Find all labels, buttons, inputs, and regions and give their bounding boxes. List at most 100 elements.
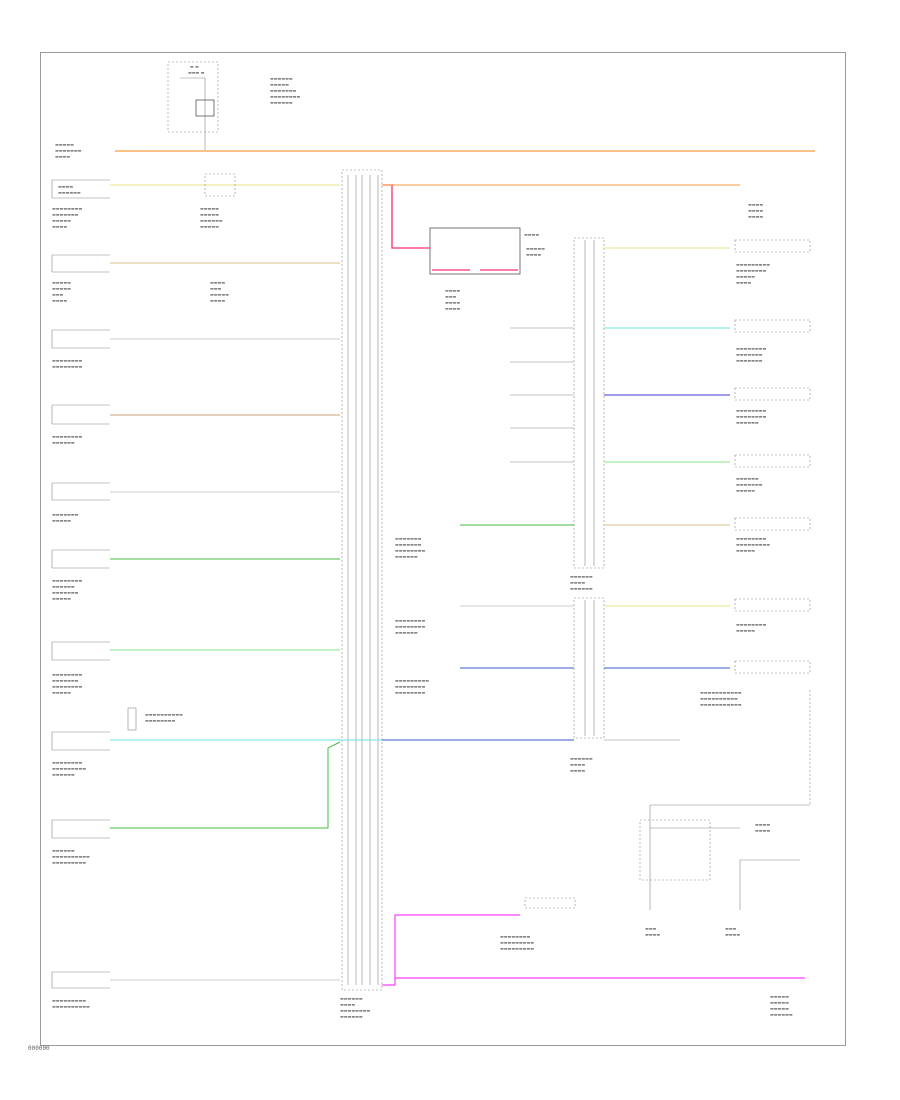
svg-text:▬▬▬▬▬▬▬▬: ▬▬▬▬▬▬▬▬ — [395, 624, 425, 629]
svg-text:▬▬▬▬: ▬▬▬▬ — [570, 768, 585, 773]
svg-text:▬▬▬▬▬▬▬▬: ▬▬▬▬▬▬▬▬ — [395, 618, 425, 623]
svg-text:▬▬▬ ▬: ▬▬▬ ▬ — [188, 70, 205, 75]
svg-text:▬▬▬▬▬▬▬▬▬: ▬▬▬▬▬▬▬▬▬ — [52, 860, 86, 865]
svg-text:▬▬▬▬▬▬▬: ▬▬▬▬▬▬▬ — [52, 212, 79, 217]
svg-text:▬▬▬▬▬: ▬▬▬▬▬ — [210, 292, 229, 297]
svg-text:▬▬▬▬▬▬▬▬: ▬▬▬▬▬▬▬▬ — [270, 94, 300, 99]
svg-text:▬▬▬▬▬▬▬: ▬▬▬▬▬▬▬ — [270, 88, 297, 93]
svg-text:▬▬▬▬▬▬▬▬▬: ▬▬▬▬▬▬▬▬▬ — [500, 940, 534, 945]
svg-text:▬▬▬▬: ▬▬▬▬ — [755, 822, 770, 827]
svg-text:▬▬▬▬▬: ▬▬▬▬▬ — [52, 596, 71, 601]
fuse-block-top: ▬ ▬ ▬▬▬ ▬ ▬▬▬▬▬▬ ▬▬▬▬▬ ▬▬▬▬▬▬▬ ▬▬▬▬▬▬▬▬ … — [167, 61, 300, 150]
center-to-right-wires: ▬▬▬▬▬▬▬ ▬▬▬▬▬▬▬ ▬▬▬▬▬▬▬▬ ▬▬▬▬▬▬ ▬▬▬▬▬▬▬▬… — [382, 524, 680, 741]
svg-text:▬▬▬▬▬▬▬▬: ▬▬▬▬▬▬▬▬ — [52, 684, 82, 689]
right-wires — [510, 247, 730, 669]
svg-text:▬▬▬▬▬▬▬▬: ▬▬▬▬▬▬▬▬ — [52, 578, 82, 583]
svg-text:▬▬▬▬▬▬▬▬: ▬▬▬▬▬▬▬▬ — [145, 718, 175, 723]
violet-wire: ▬▬▬▬▬▬▬▬ ▬▬▬▬▬▬▬▬▬ ▬▬▬▬▬▬▬▬▬ — [382, 897, 805, 986]
svg-text:▬▬▬: ▬▬▬ — [445, 294, 457, 299]
svg-text:▬▬▬▬▬▬▬: ▬▬▬▬▬▬▬ — [736, 358, 763, 363]
svg-text:▬▬▬▬: ▬▬▬▬ — [340, 1002, 355, 1007]
svg-text:▬▬▬▬▬▬▬▬: ▬▬▬▬▬▬▬▬ — [736, 268, 766, 273]
svg-text:▬▬▬: ▬▬▬ — [52, 292, 64, 297]
svg-text:▬▬▬▬▬▬: ▬▬▬▬▬▬ — [395, 554, 418, 559]
svg-text:▬▬▬▬▬: ▬▬▬▬▬ — [52, 286, 71, 291]
svg-text:▬▬▬▬▬▬▬▬: ▬▬▬▬▬▬▬▬ — [52, 760, 82, 765]
page-id: 000000 — [28, 1045, 50, 1052]
svg-text:▬▬▬▬▬▬▬: ▬▬▬▬▬▬▬ — [55, 148, 82, 153]
svg-text:▬▬▬▬: ▬▬▬▬ — [736, 280, 751, 285]
svg-text:▬▬▬▬▬▬▬▬: ▬▬▬▬▬▬▬▬ — [395, 690, 425, 695]
module-left-9: ▬▬▬▬▬▬ ▬▬▬▬▬▬▬▬▬▬ ▬▬▬▬▬▬▬▬▬ — [51, 741, 341, 865]
svg-text:▬▬▬▬▬▬: ▬▬▬▬▬▬ — [736, 476, 759, 481]
svg-text:▬▬▬▬▬▬▬: ▬▬▬▬▬▬▬ — [736, 352, 763, 357]
svg-text:▬▬▬▬▬▬▬▬▬▬▬: ▬▬▬▬▬▬▬▬▬▬▬ — [700, 702, 742, 707]
svg-text:▬▬▬▬▬▬: ▬▬▬▬▬▬ — [340, 996, 363, 1001]
module-left-8: ▬▬▬▬▬▬▬▬▬▬ ▬▬▬▬▬▬▬▬ ▬▬▬▬▬▬▬▬ ▬▬▬▬▬▬▬▬▬ ▬… — [51, 707, 574, 777]
diagram-frame — [40, 52, 846, 1046]
svg-text:▬▬▬▬▬: ▬▬▬▬▬ — [52, 218, 71, 223]
svg-text:▬▬▬▬▬▬▬▬▬: ▬▬▬▬▬▬▬▬▬ — [52, 766, 86, 771]
svg-text:▬▬▬▬▬▬▬: ▬▬▬▬▬▬▬ — [736, 482, 763, 487]
svg-text:▬▬▬▬▬▬: ▬▬▬▬▬▬ — [570, 586, 593, 591]
svg-text:▬▬▬▬▬▬▬: ▬▬▬▬▬▬▬ — [52, 678, 79, 683]
svg-text:▬▬▬▬▬▬: ▬▬▬▬▬▬ — [270, 76, 293, 81]
module-left-6: ▬▬▬▬▬▬▬▬ ▬▬▬▬▬▬ ▬▬▬▬▬▬▬ ▬▬▬▬▬ — [51, 549, 340, 601]
svg-text:▬▬▬▬▬▬▬▬▬: ▬▬▬▬▬▬▬▬▬ — [395, 678, 429, 683]
svg-text:▬▬▬▬▬▬▬▬▬▬: ▬▬▬▬▬▬▬▬▬▬ — [52, 854, 90, 859]
power-bus-orange: ▬▬▬▬▬ ▬▬▬▬▬▬▬ ▬▬▬▬ — [55, 142, 815, 159]
svg-text:▬▬▬▬▬: ▬▬▬▬▬ — [52, 690, 71, 695]
svg-text:▬▬▬▬▬▬▬▬▬: ▬▬▬▬▬▬▬▬▬ — [736, 542, 770, 547]
svg-text:▬▬▬▬: ▬▬▬▬ — [524, 232, 539, 237]
svg-text:▬▬▬▬▬▬▬▬▬▬: ▬▬▬▬▬▬▬▬▬▬ — [145, 712, 183, 717]
svg-text:▬▬▬▬▬▬: ▬▬▬▬▬▬ — [340, 1014, 363, 1019]
svg-text:▬▬▬: ▬▬▬ — [725, 926, 737, 931]
svg-text:▬▬▬▬▬▬: ▬▬▬▬▬▬ — [58, 190, 81, 195]
svg-text:▬▬▬▬▬: ▬▬▬▬▬ — [736, 548, 755, 553]
splice-pack-right: ▬▬▬▬▬▬ ▬▬▬▬ ▬▬▬▬▬▬ ▬▬▬▬▬▬ ▬▬▬▬ ▬▬▬▬ — [570, 237, 605, 773]
svg-text:▬▬▬▬▬▬▬▬: ▬▬▬▬▬▬▬▬ — [52, 364, 82, 369]
bottom-right-section: ▬▬▬▬ ▬▬▬▬ ▬▬▬ ▬▬▬▬ ▬▬▬ ▬▬▬▬ ▬▬▬▬▬ ▬▬▬▬▬ … — [639, 690, 811, 1017]
svg-text:▬▬▬▬: ▬▬▬▬ — [526, 252, 541, 257]
svg-text:▬▬▬▬▬▬▬▬: ▬▬▬▬▬▬▬▬ — [500, 934, 530, 939]
svg-text:▬▬▬▬▬▬▬▬▬▬: ▬▬▬▬▬▬▬▬▬▬ — [700, 696, 738, 701]
svg-text:▬▬▬▬: ▬▬▬▬ — [55, 154, 70, 159]
right-connector-labels: ▬▬▬▬▬▬▬▬▬ ▬▬▬▬▬▬▬▬ ▬▬▬▬▬ ▬▬▬▬ ▬▬▬▬▬▬▬▬ ▬… — [700, 239, 811, 707]
svg-text:▬▬▬▬▬▬▬▬: ▬▬▬▬▬▬▬▬ — [736, 536, 766, 541]
svg-text:▬▬▬▬▬: ▬▬▬▬▬ — [200, 224, 219, 229]
module-left-3: ▬▬▬▬▬▬▬▬ ▬▬▬▬▬▬▬▬ — [51, 329, 340, 369]
module-left-10: ▬▬▬▬▬▬▬▬▬ ▬▬▬▬▬▬▬▬▬▬ — [51, 971, 340, 1009]
svg-text:▬▬▬▬▬▬▬▬▬▬▬: ▬▬▬▬▬▬▬▬▬▬▬ — [700, 690, 742, 695]
pink-wire: ▬▬▬▬ ▬▬▬▬ ▬▬▬▬ — [382, 184, 763, 249]
svg-text:▬▬▬▬▬: ▬▬▬▬▬ — [55, 142, 74, 147]
svg-text:▬▬▬▬▬: ▬▬▬▬▬ — [52, 280, 71, 285]
svg-text:▬▬▬▬▬: ▬▬▬▬▬ — [200, 212, 219, 217]
svg-text:▬▬▬▬▬: ▬▬▬▬▬ — [736, 274, 755, 279]
svg-text:▬▬▬▬▬▬▬▬: ▬▬▬▬▬▬▬▬ — [340, 1008, 370, 1013]
module-left-2: ▬▬▬▬▬ ▬▬▬▬▬ ▬▬▬ ▬▬▬▬ ▬▬▬▬ ▬▬▬ ▬▬▬▬▬ ▬▬▬▬ — [51, 254, 340, 303]
relay-box: ▬▬▬▬ ▬▬▬ ▬▬▬▬ ▬▬▬▬ ▬▬▬▬ ▬▬▬▬▬ ▬▬▬▬ — [429, 227, 545, 311]
svg-text:▬▬▬▬▬▬▬▬: ▬▬▬▬▬▬▬▬ — [52, 358, 82, 363]
svg-text:▬▬▬▬: ▬▬▬▬ — [210, 280, 225, 285]
splice-pack-center: ▬▬▬▬▬▬ ▬▬▬▬ ▬▬▬▬▬▬▬▬ ▬▬▬▬▬▬ — [340, 169, 383, 1019]
svg-text:▬▬▬▬▬▬▬▬: ▬▬▬▬▬▬▬▬ — [736, 346, 766, 351]
svg-text:▬▬▬▬▬: ▬▬▬▬▬ — [736, 628, 755, 633]
svg-text:▬▬▬▬▬▬▬▬▬: ▬▬▬▬▬▬▬▬▬ — [736, 262, 770, 267]
svg-text:▬▬▬▬▬▬▬: ▬▬▬▬▬▬▬ — [52, 512, 79, 517]
svg-text:▬▬▬▬▬: ▬▬▬▬▬ — [770, 1000, 789, 1005]
svg-text:▬▬▬▬▬▬▬: ▬▬▬▬▬▬▬ — [395, 536, 422, 541]
svg-text:▬▬▬: ▬▬▬ — [645, 926, 657, 931]
svg-text:▬▬▬▬▬▬: ▬▬▬▬▬▬ — [200, 218, 223, 223]
svg-text:▬▬▬▬: ▬▬▬▬ — [210, 298, 225, 303]
svg-text:▬▬▬▬▬▬▬▬: ▬▬▬▬▬▬▬▬ — [736, 414, 766, 419]
svg-text:▬▬▬▬: ▬▬▬▬ — [445, 306, 460, 311]
svg-text:▬▬▬▬: ▬▬▬▬ — [570, 762, 585, 767]
svg-text:▬▬▬▬: ▬▬▬▬ — [52, 224, 67, 229]
svg-text:▬▬▬▬▬▬: ▬▬▬▬▬▬ — [52, 440, 75, 445]
svg-text:▬▬▬▬▬▬▬▬: ▬▬▬▬▬▬▬▬ — [395, 684, 425, 689]
module-left-1: ▬▬▬▬ ▬▬▬▬▬▬ ▬▬▬▬▬▬▬▬ ▬▬▬▬▬▬▬ ▬▬▬▬▬ ▬▬▬▬ … — [51, 173, 340, 229]
svg-text:▬▬▬▬▬: ▬▬▬▬▬ — [526, 246, 545, 251]
svg-text:▬▬▬▬▬: ▬▬▬▬▬ — [52, 518, 71, 523]
svg-text:▬▬▬▬▬▬: ▬▬▬▬▬▬ — [770, 1012, 793, 1017]
